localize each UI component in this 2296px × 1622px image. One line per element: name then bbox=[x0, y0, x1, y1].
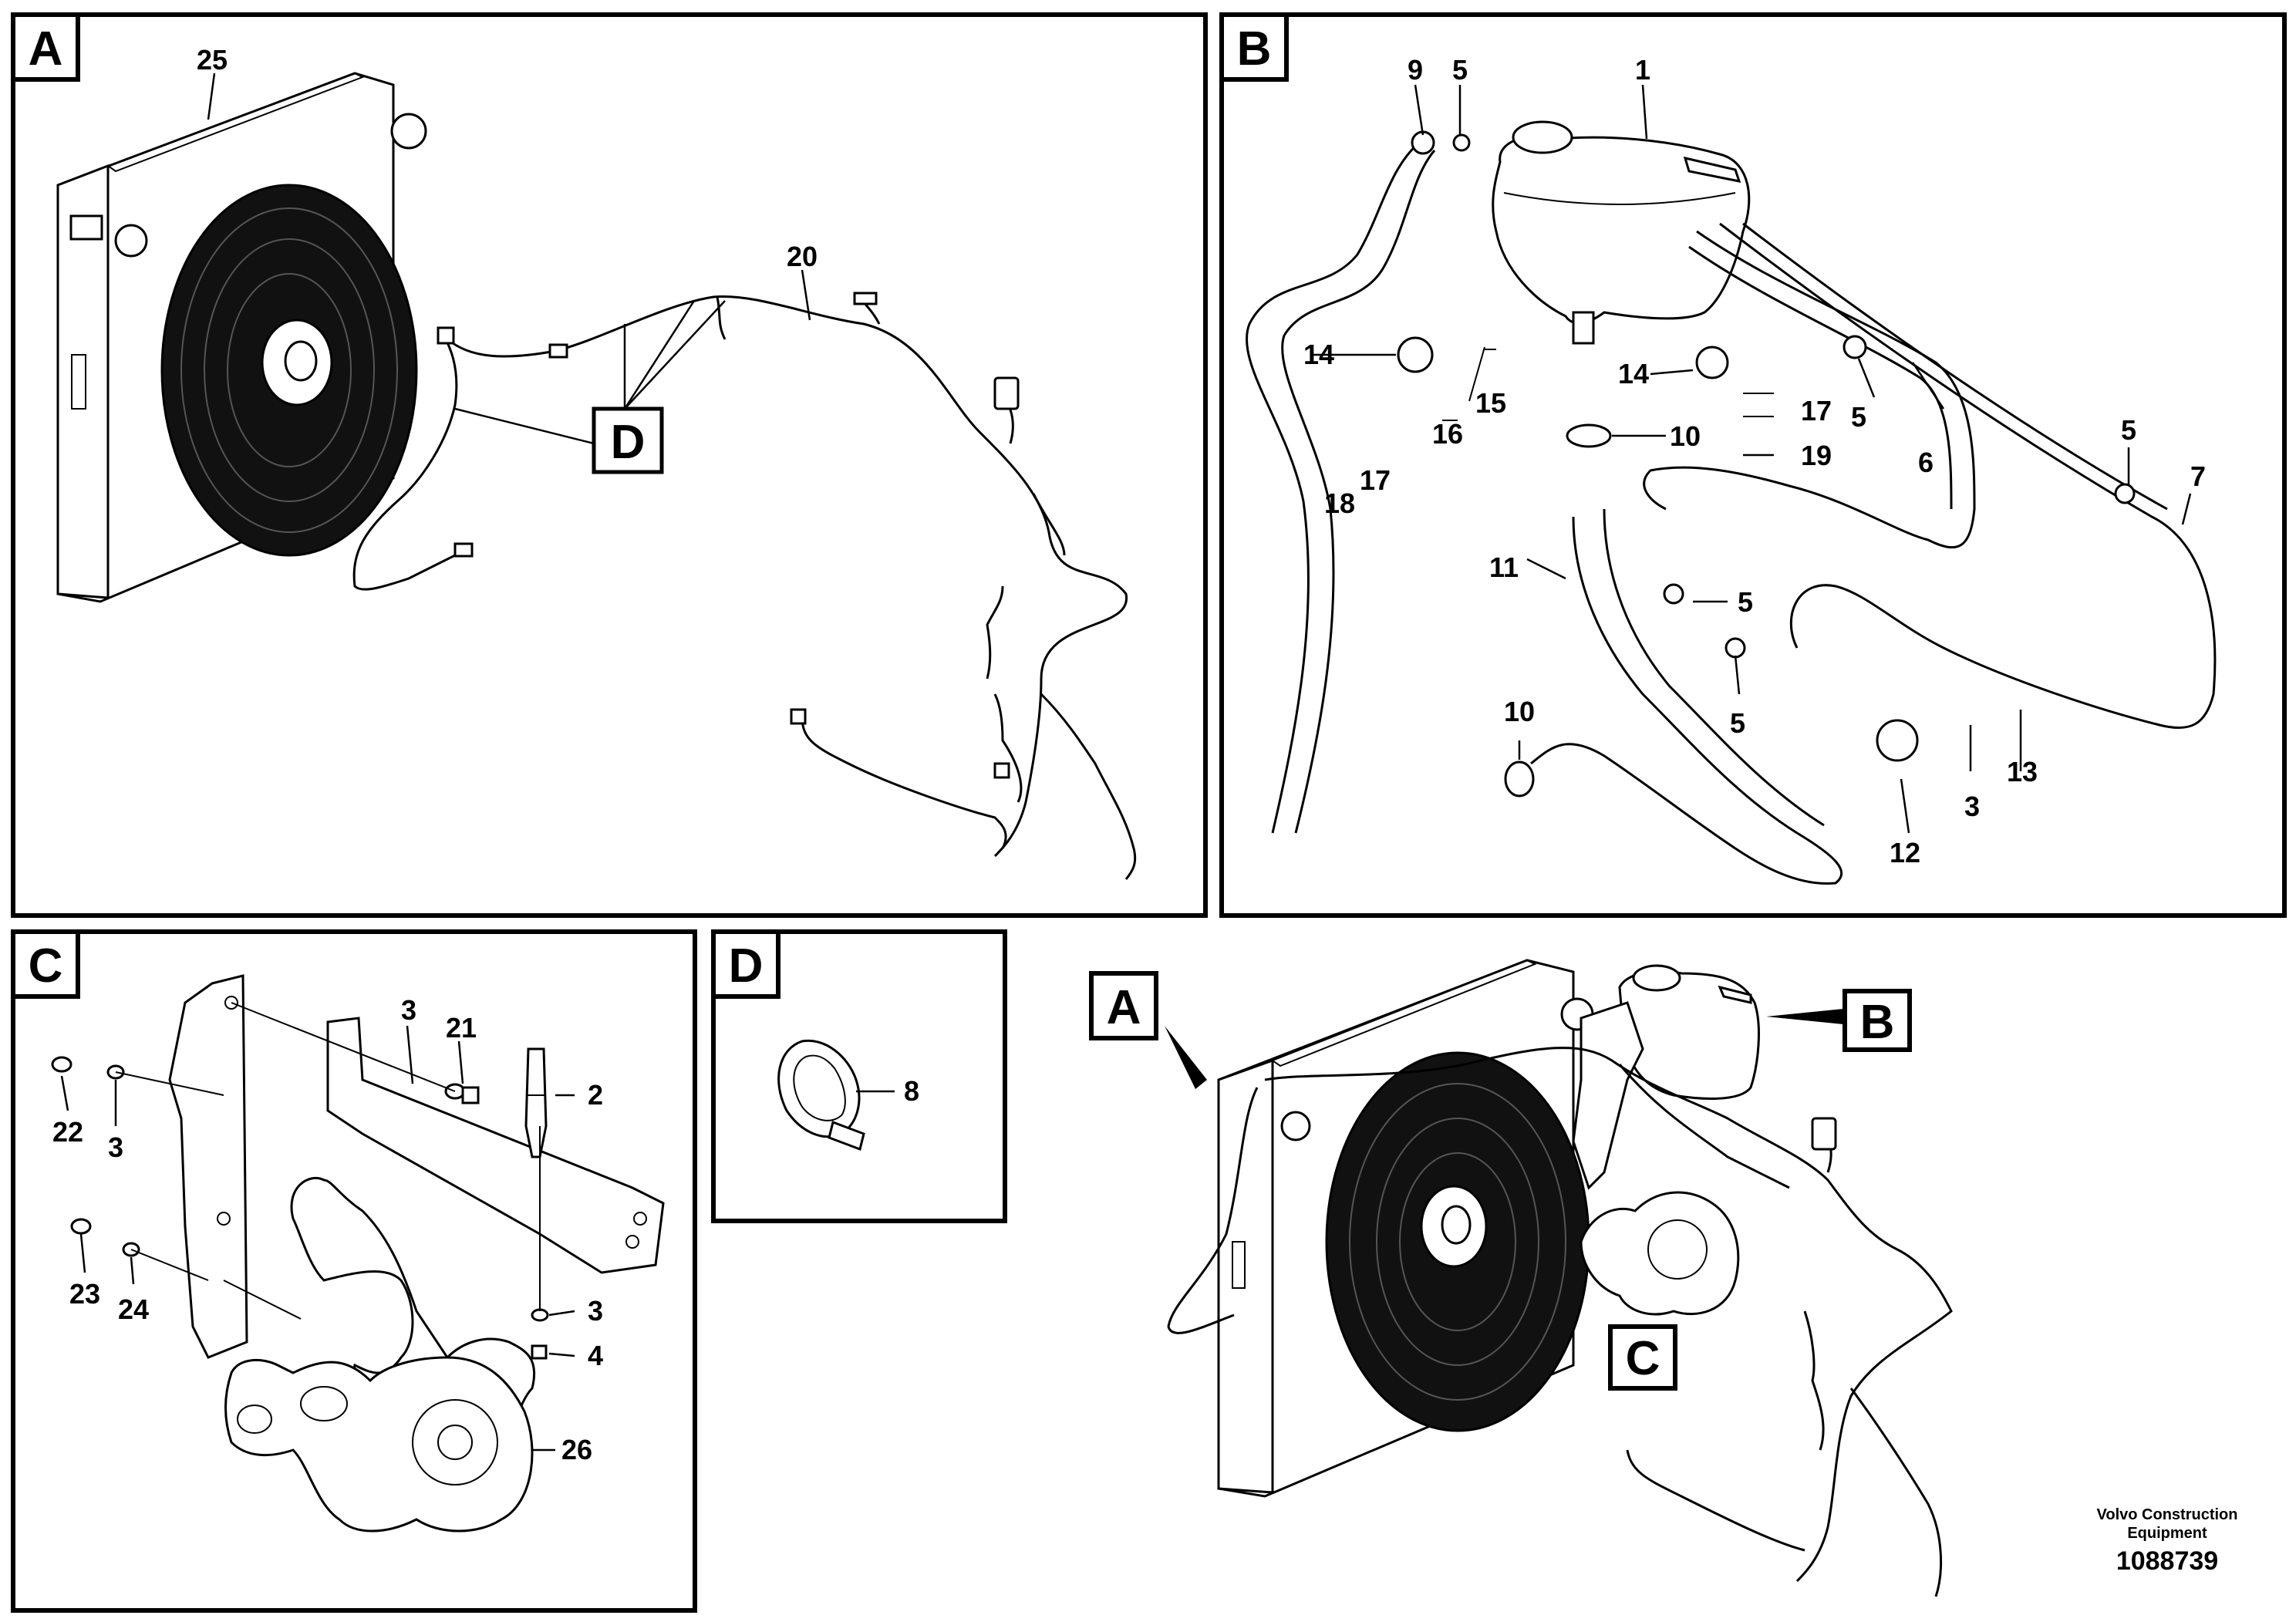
credit-drawing-number: 1088739 bbox=[2116, 1546, 2218, 1576]
callout-15: 15 bbox=[1475, 387, 1506, 419]
callout-8: 8 bbox=[904, 1075, 919, 1107]
callout-9: 9 bbox=[1408, 54, 1423, 86]
credit-block: Volvo Construction Equipment 1088739 bbox=[2097, 1506, 2238, 1576]
water-pump bbox=[224, 1356, 534, 1533]
wiring-harness bbox=[352, 292, 1137, 880]
hose-11 bbox=[1530, 516, 1843, 885]
callout-5-right: 5 bbox=[2121, 414, 2136, 446]
radiator-assembly bbox=[56, 72, 427, 603]
panel-a: A bbox=[11, 12, 1208, 918]
callout-3: 3 bbox=[1964, 791, 1980, 822]
callout-5-low2: 5 bbox=[1730, 707, 1745, 739]
callout-17-mid: 17 bbox=[1801, 395, 1832, 427]
callout-22: 22 bbox=[52, 1116, 83, 1148]
callout-1: 1 bbox=[1635, 54, 1650, 86]
callout-12: 12 bbox=[1890, 837, 1920, 868]
callout-10-mid: 10 bbox=[1670, 420, 1701, 452]
hose-7 bbox=[1719, 222, 2217, 730]
panel-a-label-box bbox=[11, 12, 80, 82]
callout-c-3-low: 3 bbox=[588, 1295, 603, 1327]
hose-9 bbox=[1245, 141, 1420, 834]
callout-4: 4 bbox=[588, 1340, 603, 1371]
callout-14-mid: 14 bbox=[1618, 358, 1649, 389]
hose-clamp-8 bbox=[777, 1039, 865, 1151]
panel-c: C bbox=[11, 929, 697, 1613]
overview-tag-c-box bbox=[1608, 1324, 1677, 1391]
panel-a-D-reference-box bbox=[592, 406, 664, 474]
callout-14-left: 14 bbox=[1303, 339, 1334, 370]
callout-c-3-top: 3 bbox=[401, 994, 416, 1026]
callout-7: 7 bbox=[2190, 460, 2206, 492]
callout-c-3-left: 3 bbox=[108, 1131, 123, 1163]
panel-d: D 8 bbox=[711, 929, 1007, 1223]
assembly-overview: A B C bbox=[1089, 959, 1953, 1597]
overview-fan-hub bbox=[1420, 1185, 1488, 1268]
overview-tag-b: B bbox=[1860, 996, 1895, 1049]
callout-23: 23 bbox=[69, 1278, 100, 1310]
callout-19: 19 bbox=[1801, 440, 1832, 471]
overview-tag-c: C bbox=[1626, 1332, 1660, 1385]
callout-26: 26 bbox=[561, 1434, 592, 1465]
callout-D-reference: D bbox=[611, 416, 646, 469]
panel-d-frame bbox=[711, 929, 1007, 1223]
panel-a-letter: A bbox=[29, 22, 63, 76]
panel-c-frame bbox=[11, 929, 697, 1613]
overview-tag-a: A bbox=[1107, 981, 1141, 1034]
panel-c-label-box bbox=[11, 929, 80, 999]
panel-d-letter: D bbox=[729, 939, 764, 993]
callout-5-top: 5 bbox=[1452, 54, 1468, 86]
expansion-tank bbox=[1492, 120, 1751, 345]
callout-11: 11 bbox=[1489, 551, 1519, 583]
callout-6: 6 bbox=[1918, 447, 1934, 478]
panel-b-label-box bbox=[1219, 12, 1289, 82]
panel-b-frame bbox=[1219, 12, 2287, 918]
panel-d-label-box bbox=[711, 929, 781, 999]
callout-18: 18 bbox=[1324, 487, 1355, 519]
fan-hub bbox=[261, 319, 333, 406]
hose-6 bbox=[1643, 230, 1976, 548]
overview-tag-a-box bbox=[1089, 971, 1158, 1040]
panel-c-letter: C bbox=[29, 939, 63, 993]
callout-20: 20 bbox=[787, 241, 818, 272]
callout-5-low1: 5 bbox=[1738, 586, 1753, 618]
callout-16: 16 bbox=[1432, 418, 1463, 450]
panel-b: B bbox=[1219, 12, 2287, 918]
callout-17-left: 17 bbox=[1360, 464, 1391, 496]
callout-25: 25 bbox=[197, 44, 228, 76]
credit-company-line2: Equipment bbox=[2127, 1525, 2207, 1542]
callout-24: 24 bbox=[118, 1293, 149, 1325]
callout-10-low: 10 bbox=[1504, 696, 1535, 727]
callout-2: 2 bbox=[588, 1079, 603, 1111]
callout-5-mid: 5 bbox=[1851, 401, 1866, 433]
overview-tag-a-pointer bbox=[1165, 1026, 1207, 1089]
callout-21: 21 bbox=[446, 1012, 477, 1044]
credit-company-line1: Volvo Construction bbox=[2097, 1506, 2238, 1523]
panel-a-frame bbox=[11, 12, 1208, 918]
overview-tag-b-box bbox=[1843, 989, 1912, 1052]
panel-b-letter: B bbox=[1237, 22, 1272, 76]
callout-13: 13 bbox=[2007, 756, 2038, 787]
overview-tag-b-pointer bbox=[1766, 1009, 1843, 1024]
